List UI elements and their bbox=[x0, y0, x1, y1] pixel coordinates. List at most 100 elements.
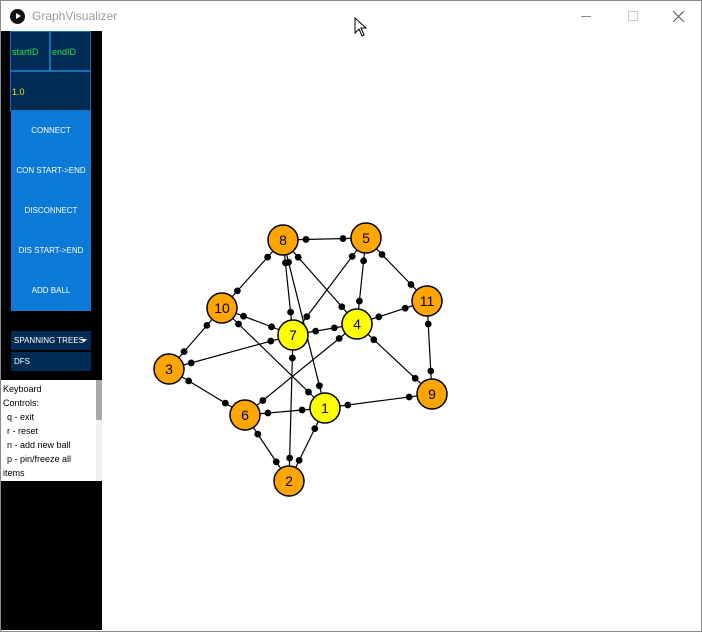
edge-endpoint-dot bbox=[405, 393, 413, 401]
graph-node-5[interactable]: 5 bbox=[350, 222, 382, 254]
edge-endpoint-dot bbox=[295, 456, 303, 464]
edge-endpoint-dot bbox=[203, 321, 211, 329]
node-label: 1 bbox=[321, 400, 329, 416]
graph-node-2[interactable]: 2 bbox=[273, 465, 305, 497]
node-circle[interactable] bbox=[416, 378, 448, 410]
title-bar[interactable]: GraphVisualizer bbox=[1, 1, 701, 32]
edge-endpoint-dot bbox=[235, 320, 242, 328]
app-icon bbox=[10, 9, 25, 24]
node-label: 10 bbox=[214, 300, 230, 316]
edge-endpoint-dot bbox=[264, 253, 272, 261]
graph-node-11[interactable]: 11 bbox=[411, 285, 443, 317]
edge-endpoint-dot bbox=[264, 409, 272, 417]
graph-node-10[interactable]: 10 bbox=[206, 292, 238, 324]
spanning-trees-dropdown[interactable]: SPANNING TREES bbox=[11, 331, 91, 350]
edge-endpoint-dot bbox=[348, 252, 356, 260]
edge-endpoint-dot bbox=[294, 253, 302, 261]
node-circle[interactable] bbox=[267, 224, 299, 256]
node-circle[interactable] bbox=[277, 319, 309, 351]
dfs-option[interactable]: DFS bbox=[11, 352, 91, 371]
edge-endpoint-dot bbox=[267, 337, 275, 345]
edge-endpoint-dot bbox=[339, 235, 347, 242]
edge-endpoint-dot bbox=[185, 377, 193, 385]
node-label: 6 bbox=[241, 407, 249, 423]
edge-8-7 bbox=[282, 239, 294, 336]
edge-endpoint-dot bbox=[288, 354, 296, 362]
window-title: GraphVisualizer bbox=[32, 9, 118, 23]
node-label: 11 bbox=[420, 293, 435, 309]
edge-endpoint-dot bbox=[311, 425, 319, 433]
edge-endpoint-dot bbox=[302, 236, 310, 243]
help-line: Keyboard bbox=[3, 384, 42, 394]
node-circle[interactable] bbox=[341, 308, 373, 340]
edge-endpoint-dot bbox=[401, 304, 409, 312]
edge-endpoint-dot bbox=[370, 336, 378, 344]
spanning-trees-label: SPANNING TREES bbox=[14, 336, 84, 345]
graph-node-9[interactable]: 9 bbox=[416, 378, 448, 410]
edge-endpoint-dot bbox=[375, 313, 383, 321]
edge-4-9 bbox=[356, 323, 433, 395]
edge-endpoint-dot bbox=[298, 406, 306, 414]
maximize-button[interactable] bbox=[609, 1, 655, 32]
node-label: 8 bbox=[279, 232, 287, 248]
end-id-field[interactable]: endID bbox=[50, 31, 91, 71]
node-circle[interactable] bbox=[229, 399, 261, 431]
node-circle[interactable] bbox=[309, 392, 341, 424]
node-circle[interactable] bbox=[153, 353, 185, 385]
edge-endpoint-dot bbox=[335, 335, 343, 342]
disconnect-button[interactable]: DISCONNECT bbox=[11, 191, 91, 231]
edge-endpoint-dot bbox=[180, 348, 188, 356]
edge-endpoint-dot bbox=[303, 313, 311, 321]
node-circle[interactable] bbox=[273, 465, 305, 497]
edge-endpoint-dot bbox=[286, 454, 294, 462]
graph-node-8[interactable]: 8 bbox=[267, 224, 299, 256]
edge-endpoint-dot bbox=[285, 258, 292, 266]
edge-endpoint-dot bbox=[240, 312, 247, 320]
add-ball-button[interactable]: ADD BALL bbox=[11, 271, 91, 311]
edge-endpoint-dot bbox=[254, 430, 262, 438]
scrollbar-thumb[interactable] bbox=[96, 380, 102, 420]
graph-node-7[interactable]: 7 bbox=[277, 319, 309, 351]
edge-endpoint-dot bbox=[360, 257, 368, 265]
node-label: 9 bbox=[428, 386, 436, 402]
edge-endpoint-dot bbox=[312, 327, 320, 335]
edge-endpoint-dot bbox=[259, 397, 267, 404]
keyboard-help-text: Keyboard Controls: q - exit r - reset n … bbox=[1, 380, 96, 481]
graph-node-1[interactable]: 1 bbox=[309, 392, 341, 424]
start-id-field[interactable]: startID bbox=[10, 31, 50, 71]
node-label: 7 bbox=[289, 327, 297, 343]
help-line: items bbox=[3, 468, 25, 478]
value-field[interactable]: 1.0 bbox=[10, 71, 91, 111]
edge-endpoint-dot bbox=[427, 367, 435, 375]
minimize-button[interactable] bbox=[563, 1, 609, 32]
connect-start-end-button[interactable]: CON START->END bbox=[11, 151, 91, 191]
edge-endpoint-dot bbox=[338, 303, 346, 311]
help-line: Controls: bbox=[3, 398, 40, 408]
edge-endpoint-dot bbox=[330, 324, 338, 332]
connect-button[interactable]: CONNECT bbox=[11, 111, 91, 151]
edge-1-9 bbox=[324, 393, 433, 409]
help-line: n - add new ball bbox=[7, 440, 71, 450]
node-circle[interactable] bbox=[206, 292, 238, 324]
help-scrollbar[interactable] bbox=[96, 380, 102, 481]
graph-canvas[interactable]: 1 2 3 4 5 6 7 8 9 10 11 bbox=[103, 31, 700, 629]
node-circle[interactable] bbox=[411, 285, 443, 317]
edge-endpoint-dot bbox=[221, 399, 229, 407]
edge-8-4 bbox=[282, 239, 358, 325]
close-button[interactable] bbox=[655, 1, 701, 32]
graph-node-3[interactable]: 3 bbox=[153, 353, 185, 385]
control-panel: startID endID 1.0 CONNECT CON START->END… bbox=[1, 31, 102, 630]
help-line: r - reset bbox=[7, 426, 39, 436]
chevron-down-icon bbox=[81, 339, 87, 342]
disconnect-start-end-button[interactable]: DIS START->END bbox=[11, 231, 91, 271]
edge-endpoint-dot bbox=[272, 458, 280, 466]
help-line: p - pin/freeze all bbox=[7, 454, 72, 464]
edge-endpoint-dot bbox=[407, 281, 415, 288]
edge-endpoint-dot bbox=[187, 359, 195, 367]
edge-endpoint-dot bbox=[316, 382, 323, 390]
node-circle[interactable] bbox=[350, 222, 382, 254]
edge-endpoint-dot bbox=[344, 401, 352, 409]
graph-node-4[interactable]: 4 bbox=[341, 308, 373, 340]
graph-node-6[interactable]: 6 bbox=[229, 399, 261, 431]
mouse-cursor-icon bbox=[354, 17, 368, 37]
